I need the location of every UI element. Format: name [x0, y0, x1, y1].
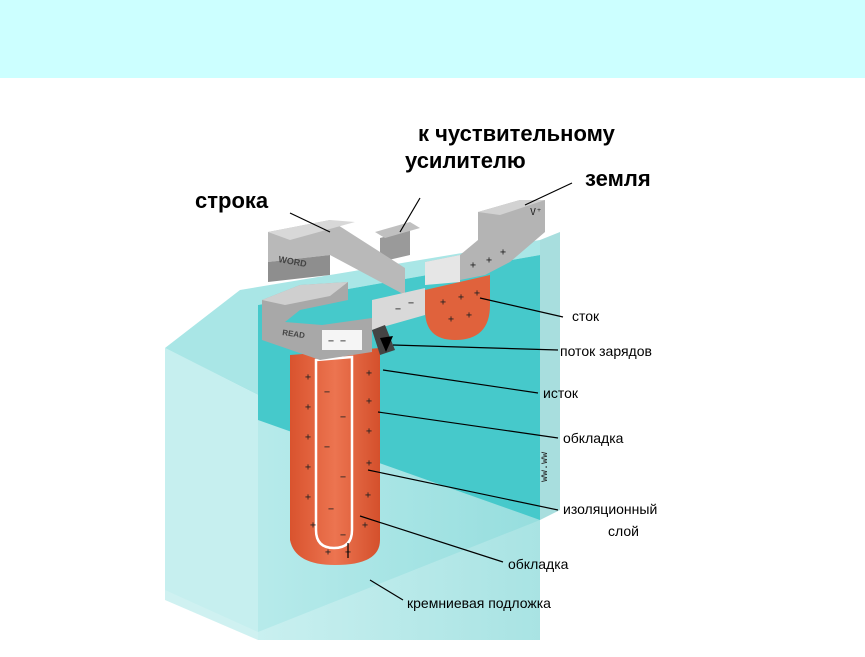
svg-text:+: +: [470, 260, 476, 271]
drain-well: ++ ++ +: [425, 275, 490, 340]
svg-text:+: +: [305, 492, 311, 503]
svg-text:+: +: [305, 402, 311, 413]
label-charge-flow: поток зарядов: [560, 343, 652, 359]
label-plate-inner: обкладка: [508, 556, 569, 572]
label-plate-outer: обкладка: [563, 430, 624, 446]
label-to-sense-amp-1: к чуствительному: [418, 121, 616, 146]
trench-capacitor: ++ ++ ++ ++ ++ ++ ++ −− −− −−: [290, 348, 380, 565]
label-source: исток: [543, 385, 579, 401]
source-region: −−: [372, 288, 425, 355]
svg-text:−: −: [324, 442, 330, 453]
svg-text:−: −: [340, 530, 346, 541]
svg-text:+: +: [440, 297, 446, 308]
svg-text:+: +: [500, 247, 506, 258]
svg-text:+: +: [366, 368, 372, 379]
read-embossed-text: READ: [282, 328, 306, 340]
word-embossed-text: WORD: [278, 254, 308, 269]
svg-text:+: +: [448, 314, 454, 325]
svg-text:+: +: [366, 458, 372, 469]
watermark-text: ww.ww: [539, 451, 550, 482]
svg-text:V⁺: V⁺: [530, 207, 542, 218]
svg-text:+: +: [305, 462, 311, 473]
svg-text:−: −: [328, 504, 334, 515]
svg-text:+: +: [305, 432, 311, 443]
svg-text:−: −: [340, 472, 346, 483]
svg-text:+: +: [365, 490, 371, 501]
svg-text:+: +: [366, 426, 372, 437]
read-line: READ − −: [262, 282, 372, 360]
svg-text:+: +: [325, 547, 331, 558]
leader-lines: [289, 182, 573, 601]
svg-text:+: +: [366, 396, 372, 407]
labels: к чуствительному усилителю строка земля …: [195, 121, 657, 611]
svg-text:+: +: [466, 310, 472, 321]
svg-text:+: +: [486, 255, 492, 266]
label-insulating-1: изоляционный: [563, 501, 657, 517]
svg-text:+: +: [458, 292, 464, 303]
arrow-down-icon: [380, 336, 393, 352]
header-band: [0, 0, 865, 78]
label-drain: сток: [572, 308, 600, 324]
svg-text:−: −: [340, 412, 346, 423]
svg-text:+: +: [305, 372, 311, 383]
svg-text:− −: − −: [328, 336, 346, 347]
word-line: WORD: [268, 220, 405, 295]
label-row: строка: [195, 188, 269, 213]
svg-text:−: −: [408, 298, 414, 309]
label-silicon-substrate: кремниевая подложка: [407, 595, 551, 611]
label-to-sense-amp-2: усилителю: [405, 148, 526, 173]
svg-text:−: −: [324, 387, 330, 398]
svg-text:+: +: [474, 288, 480, 299]
svg-text:+: +: [310, 520, 316, 531]
svg-text:−: −: [395, 304, 401, 315]
svg-text:+: +: [362, 520, 368, 531]
label-ground: земля: [585, 166, 651, 191]
bit-line: [375, 222, 420, 262]
label-insulating-2: слой: [608, 523, 639, 539]
